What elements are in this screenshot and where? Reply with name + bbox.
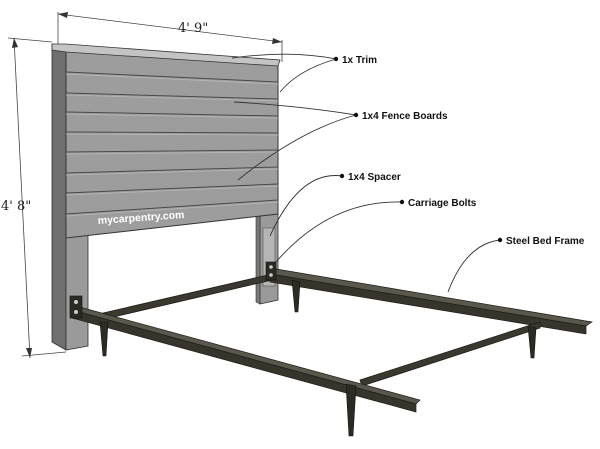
callout-steel-bed-frame-label: Steel Bed Frame (506, 236, 585, 247)
callout-carriage-bolts-label: Carriage Bolts (408, 198, 477, 209)
callout-trim-label: 1x Trim (342, 55, 377, 66)
left-post-front (65, 233, 89, 351)
fence-board-seams (65, 71, 279, 215)
mid-cross-rail (359, 321, 541, 387)
right-bolt-bracket (265, 261, 277, 281)
steel-bed-frame (69, 261, 593, 437)
height-dimension-label: 4' 8" (1, 199, 31, 214)
callout-fence-boards-label: 1x4 Fence Boards (362, 111, 448, 122)
callout-steel-bed-frame: Steel Bed Frame (447, 236, 585, 293)
callout-spacer-label: 1x4 Spacer (348, 172, 401, 183)
right-carriage-bolt (269, 273, 273, 277)
frame-leg (291, 279, 301, 313)
left-post-side (51, 43, 67, 351)
top-trim (51, 43, 281, 67)
left-side-rail-top (71, 305, 421, 405)
headboard: mycarpentry.com (51, 43, 281, 351)
left-bolt-bracket (69, 295, 83, 319)
left-side-rail-face (71, 309, 417, 413)
frame-leg (527, 325, 537, 359)
callout-carriage-bolts: Carriage Bolts (275, 198, 477, 263)
frame-leg (99, 321, 109, 357)
left-carriage-bolt (74, 300, 78, 304)
callout-spacer: 1x4 Spacer (269, 172, 401, 237)
right-post-side (255, 213, 261, 305)
left-carriage-bolt (74, 310, 78, 314)
fence-board-highlights (65, 73, 279, 217)
back-cross-rail (89, 273, 273, 323)
callout-fence-boards: 1x4 Fence Boards (233, 101, 448, 181)
frame-leg (345, 383, 357, 437)
right-side-rail-top (269, 267, 593, 327)
callout-trim: 1x Trim (231, 53, 377, 93)
width-dimension-label: 4' 9" (178, 21, 208, 36)
right-carriage-bolt (269, 265, 273, 269)
height-dimension: 4' 8" (1, 37, 67, 359)
width-dimension: 4' 9" (57, 12, 283, 62)
